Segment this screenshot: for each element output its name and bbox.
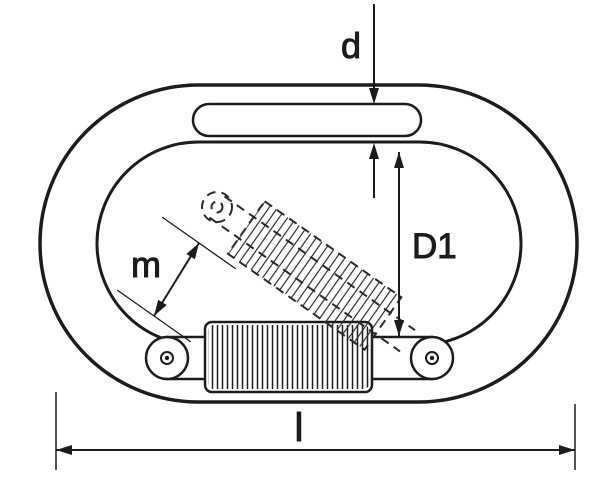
dim-label-d: d [341, 25, 361, 66]
dim-label-m: m [131, 244, 161, 285]
gate-open-end-cap [201, 191, 233, 223]
pin-right-center-dot [429, 355, 435, 361]
dimension-m: m [116, 216, 237, 343]
pin-left-center-dot [164, 355, 170, 361]
pin-right [409, 335, 455, 381]
dim-d-arrow-up [369, 143, 379, 159]
dimension-l: l [55, 392, 576, 470]
dim-l-arrow-left [56, 445, 72, 455]
dim-D1-arrow-up [394, 152, 404, 168]
dim-m-arrow-upper [186, 243, 199, 260]
gate-open-phantom [201, 191, 416, 353]
dim-label-D1: D1 [412, 227, 457, 266]
pin-left [144, 335, 190, 381]
lock-sleeve-knurling [208, 325, 369, 389]
top-slot [191, 102, 423, 138]
gate-open-end-hole [210, 200, 224, 214]
gate-open-threaded-sleeve [226, 199, 403, 352]
dimension-D1: D1 [394, 152, 457, 336]
dim-l-arrow-right [559, 445, 575, 455]
dim-D1-arrow-down [394, 320, 404, 336]
dim-m-arrow-lower [154, 299, 167, 316]
dimension-d: d [340, 4, 379, 198]
dim-d-arrow-down [369, 88, 379, 104]
dim-label-l: l [295, 406, 304, 450]
